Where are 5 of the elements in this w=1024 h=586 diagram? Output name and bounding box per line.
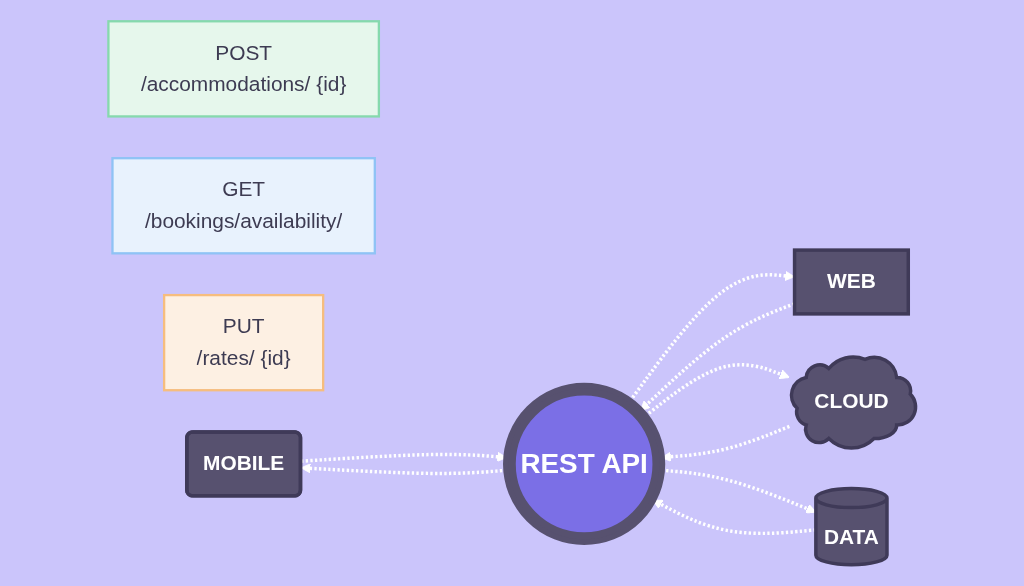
node-box: GET /bookings/availability/ bbox=[111, 157, 376, 255]
node-box: WEB bbox=[792, 248, 910, 316]
node-box: PUT /rates/ {id} bbox=[162, 293, 325, 392]
node-circle: REST API bbox=[503, 382, 666, 545]
node-box: POST /accommodations/ {id} bbox=[107, 20, 381, 118]
